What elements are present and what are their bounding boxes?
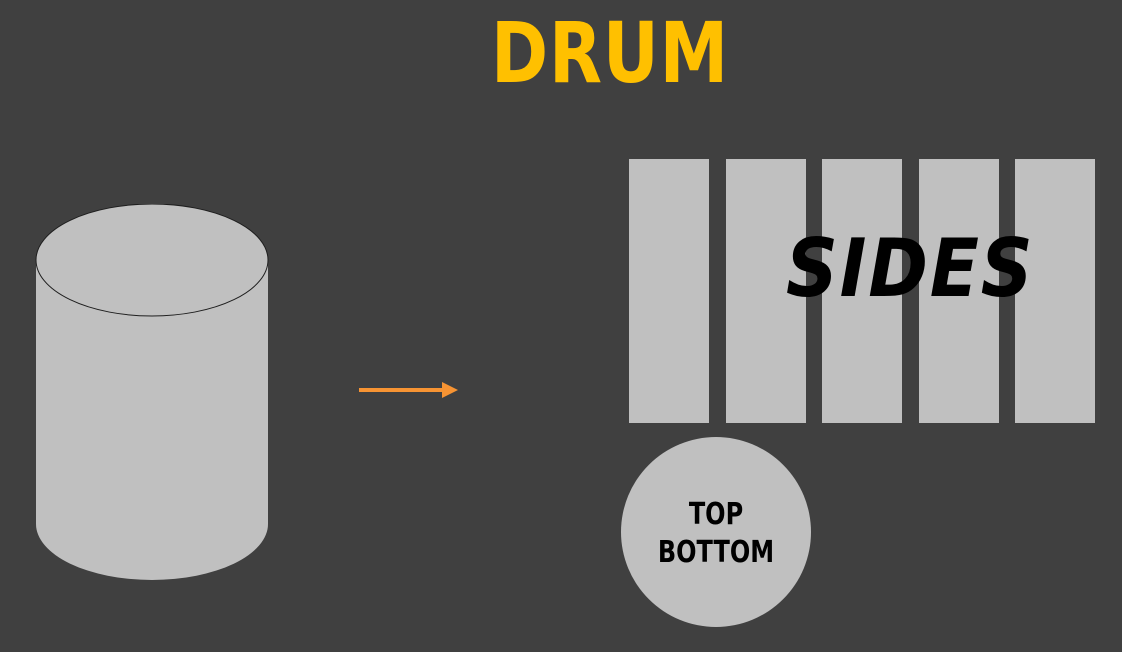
slide-title: DRUM [491,4,729,102]
disk-label-bottom: BOTTOM [657,535,775,570]
sides-label: SIDES [786,222,1035,315]
side-strip-5 [1015,159,1095,423]
right-arrow-icon [359,382,458,398]
side-strip-2 [726,159,806,423]
top-bottom-disk: TOP BOTTOM [621,437,811,627]
side-strip-3 [822,159,902,423]
drum-cylinder-icon [35,204,269,580]
side-strip-4 [919,159,999,423]
cylinder-body [36,260,268,580]
side-strip-1 [629,159,709,423]
cylinder-top-ellipse [35,204,269,317]
disk-label-top: TOP [688,497,744,532]
